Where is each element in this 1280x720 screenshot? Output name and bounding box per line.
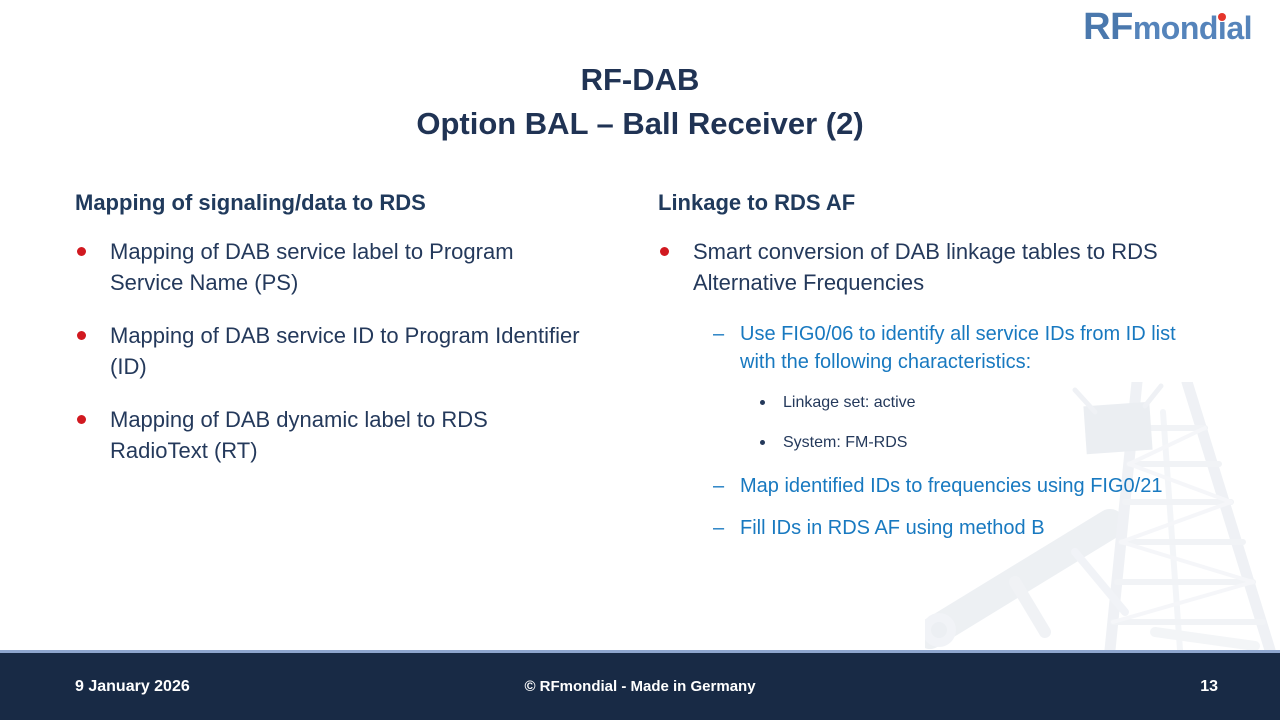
navy-bullet-icon — [760, 400, 765, 405]
slide-title: RF-DAB Option BAL – Ball Receiver (2) — [0, 58, 1280, 146]
list-item: Mapping of DAB service ID to Program Ide… — [75, 320, 625, 382]
dash-bullet-icon — [713, 320, 740, 348]
list-item: Mapping of DAB dynamic label to RDS Radi… — [75, 404, 625, 466]
list-item-sub: Use FIG0/06 to identify all service IDs … — [658, 320, 1233, 376]
right-column-heading: Linkage to RDS AF — [658, 190, 856, 215]
bullet-text: Mapping of DAB service label to Program … — [110, 239, 514, 295]
footer-bar: 9 January 2026 © RFmondial - Made in Ger… — [0, 650, 1280, 720]
list-item-sub: Fill IDs in RDS AF using method B — [658, 514, 1233, 542]
red-bullet-icon — [77, 247, 86, 256]
list-item-sub-sub: Linkage set: active — [658, 392, 1233, 414]
slide-title-line1: RF-DAB — [580, 62, 700, 97]
left-column-heading: Mapping of signaling/data to RDS — [75, 190, 426, 215]
logo-mondial-text: mondial — [1132, 10, 1253, 46]
left-column: Mapping of signaling/data to RDS Mapping… — [75, 190, 625, 488]
sub-bullet-text: Map identified IDs to frequencies using … — [740, 475, 1163, 497]
right-column: Linkage to RDS AF Smart conversion of DA… — [658, 190, 1233, 556]
footer-copyright: © RFmondial - Made in Germany — [524, 678, 756, 695]
sub-sub-bullet-text: System: FM-RDS — [783, 434, 908, 451]
sub-bullet-text: Use FIG0/06 to identify all service IDs … — [740, 323, 1176, 373]
bullet-text: Smart conversion of DAB linkage tables t… — [693, 239, 1158, 295]
list-item-sub-sub: System: FM-RDS — [658, 432, 1233, 454]
bullet-text: Mapping of DAB dynamic label to RDS Radi… — [110, 407, 488, 463]
footer-date: 9 January 2026 — [75, 677, 190, 695]
sub-bullet-text: Fill IDs in RDS AF using method B — [740, 517, 1045, 539]
list-item: Mapping of DAB service label to Program … — [75, 236, 625, 298]
list-item-sub: Map identified IDs to frequencies using … — [658, 472, 1233, 500]
navy-bullet-icon — [760, 440, 765, 445]
dash-bullet-icon — [713, 514, 740, 542]
logo-i-red-dot: i — [1217, 10, 1227, 46]
bullet-text: Mapping of DAB service ID to Program Ide… — [110, 323, 580, 379]
red-bullet-icon — [77, 415, 86, 424]
dash-bullet-icon — [713, 472, 740, 500]
red-bullet-icon — [660, 247, 669, 256]
list-item: Smart conversion of DAB linkage tables t… — [658, 236, 1233, 298]
logo-rf-text: RF — [1083, 6, 1133, 48]
footer-page-number: 13 — [1200, 677, 1218, 695]
sub-sub-bullet-text: Linkage set: active — [783, 394, 916, 411]
rfmondial-logo: RFmondial — [1083, 8, 1252, 46]
red-bullet-icon — [77, 331, 86, 340]
slide-title-line2: Option BAL – Ball Receiver (2) — [416, 106, 864, 141]
